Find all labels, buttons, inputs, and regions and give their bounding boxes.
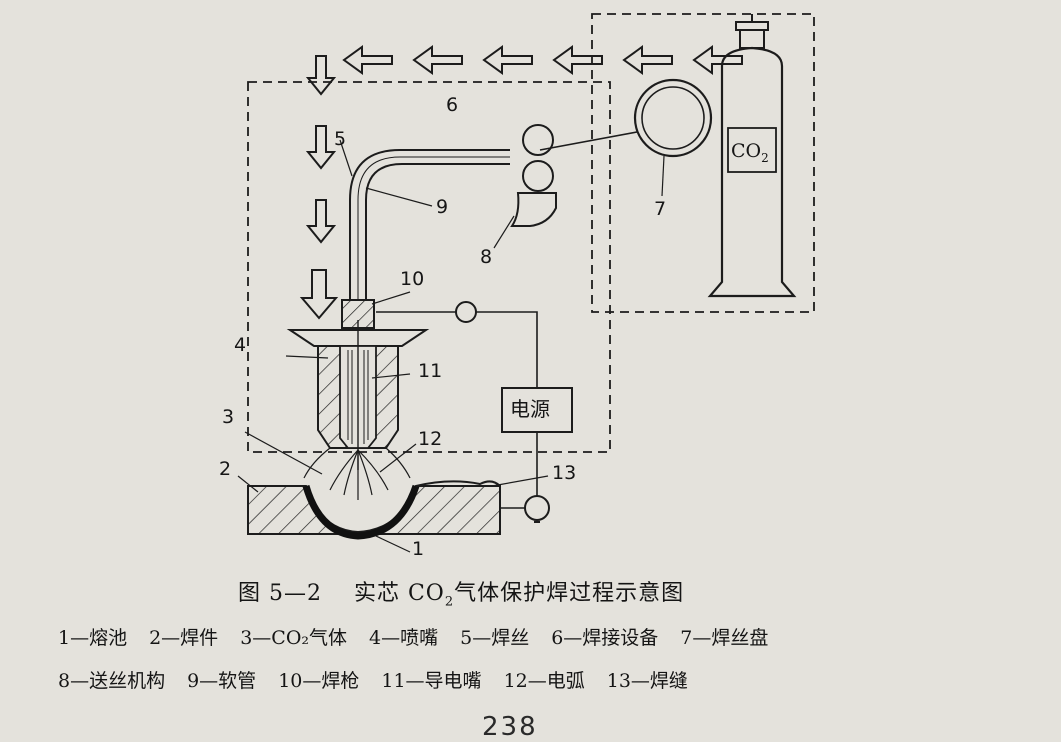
- page-number: 238: [482, 712, 538, 742]
- legend-item: 6—焊接设备: [551, 627, 659, 649]
- legend-item: 5—焊丝: [460, 627, 530, 649]
- label-7: 7: [654, 198, 667, 220]
- legend-item: 12—电弧: [503, 670, 585, 692]
- wire-in-hose: [357, 156, 510, 300]
- cylinder-label: CO2: [731, 140, 769, 165]
- legend-item: 13—焊缝: [606, 670, 688, 692]
- label-10: 10: [400, 268, 425, 290]
- legend-item: 11—导电嘴: [381, 670, 482, 692]
- legend-item: 10—焊枪: [278, 670, 360, 692]
- label-8: 8: [480, 246, 493, 268]
- torch-terminal: [455, 301, 477, 323]
- legend-item: 2—焊件: [149, 627, 219, 649]
- co2-cylinder: [707, 14, 797, 298]
- welding-equipment-boundary: [247, 81, 611, 453]
- legend-row-2: 8—送丝机构 9—软管 10—焊枪 11—导电嘴 12—电弧 13—焊缝: [58, 666, 710, 693]
- label-12: 12: [418, 428, 443, 450]
- legend-item: 8—送丝机构: [58, 670, 166, 692]
- label-9: 9: [436, 196, 449, 218]
- nozzle-top: [286, 329, 430, 347]
- gas-supply-boundary: [591, 13, 815, 313]
- work-terminal: [524, 495, 550, 521]
- legend-item: 4—喷嘴: [369, 627, 439, 649]
- legend-item: 9—软管: [187, 670, 257, 692]
- gas-flow-arrows: [342, 45, 743, 75]
- legend-item: 7—焊丝盘: [680, 627, 769, 649]
- feed-roller-bottom: [522, 160, 554, 192]
- label-4: 4: [234, 334, 247, 356]
- label-6: 6: [446, 94, 459, 116]
- label-2: 2: [219, 458, 232, 480]
- leader-lines: [237, 139, 665, 553]
- weld-bead: [415, 480, 501, 487]
- feed-roller-top: [522, 124, 554, 156]
- label-13: 13: [552, 462, 577, 484]
- gas-lines: [347, 350, 369, 444]
- label-5: 5: [334, 128, 347, 150]
- label-11: 11: [418, 360, 443, 382]
- workpiece: [247, 485, 501, 535]
- power-source-label: 电源: [510, 397, 550, 421]
- legend-item: 3—CO₂气体: [240, 627, 348, 649]
- legend-row-1: 1—熔池 2—焊件 3—CO₂气体 4—喷嘴 5—焊丝 6—焊接设备 7—焊丝盘: [58, 623, 790, 650]
- arc-plume: [303, 447, 411, 500]
- legend-item: 1—熔池: [58, 627, 128, 649]
- figure-caption: 图 5—2 实芯 CO2气体保护焊过程示意图: [238, 581, 685, 610]
- weld-pool: [302, 484, 420, 540]
- wire-spool: [633, 78, 713, 158]
- label-3: 3: [222, 406, 235, 428]
- label-1: 1: [412, 538, 425, 560]
- feed-motor: [510, 192, 557, 227]
- gas-down-arrows: [299, 55, 339, 320]
